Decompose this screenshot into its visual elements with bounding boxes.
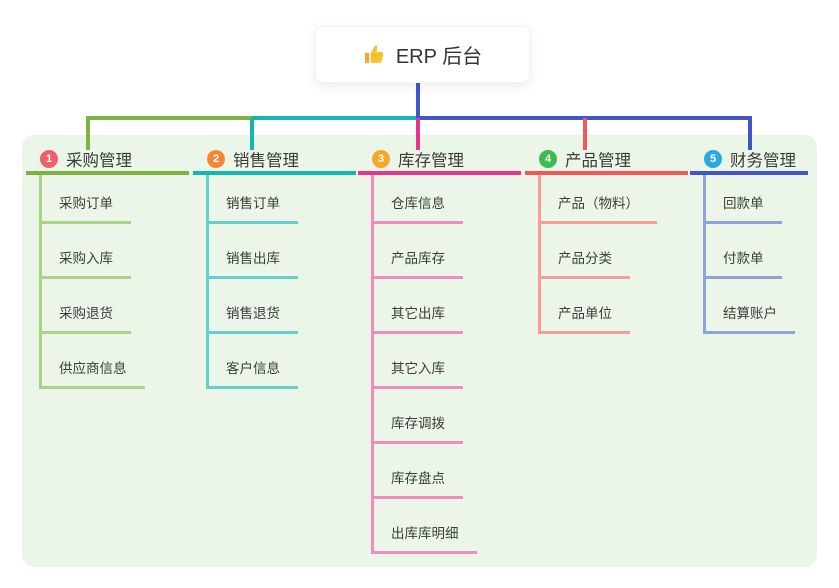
mindmap-node[interactable]: 产品分类 — [541, 224, 630, 279]
branch-title-purchase[interactable]: 1 采购管理 — [26, 146, 189, 175]
branch-purchase-management: 1 采购管理 采购订单 采购入库 采购退货 供应商信息 — [26, 146, 189, 389]
branch-title-product[interactable]: 4 产品管理 — [525, 146, 688, 175]
branch-title-label: 库存管理 — [398, 151, 464, 170]
mindmap-node[interactable]: 库存盘点 — [374, 444, 463, 499]
branch-title-finance[interactable]: 5 财务管理 — [690, 146, 808, 175]
mindmap-node[interactable]: 付款单 — [706, 224, 782, 279]
branch-children-list: 回款单 付款单 结算账户 — [703, 175, 795, 334]
mindmap-background-panel — [22, 135, 817, 567]
mindmap-node[interactable]: 其它出库 — [374, 279, 463, 334]
branch-number-badge: 2 — [207, 149, 225, 168]
root-connector-line — [416, 83, 420, 118]
branch-title-label: 采购管理 — [66, 151, 132, 170]
mindmap-node[interactable]: 产品（物料） — [541, 175, 657, 224]
mindmap-node[interactable]: 产品库存 — [374, 224, 463, 279]
mindmap-node[interactable]: 其它入库 — [374, 334, 463, 389]
branch-drop-line-purchase — [86, 118, 90, 150]
branch-number-badge: 3 — [372, 149, 390, 168]
branch-title-label: 销售管理 — [233, 151, 299, 170]
connector-segment-teal — [252, 116, 418, 120]
mindmap-node[interactable]: 销售退货 — [209, 279, 298, 334]
mindmap-node[interactable]: 仓库信息 — [374, 175, 463, 224]
branch-product-management: 4 产品管理 产品（物料） 产品分类 产品单位 — [525, 146, 688, 334]
branch-children-list: 仓库信息 产品库存 其它出库 其它入库 库存调拨 库存盘点 出库库明细 — [371, 175, 477, 554]
mindmap-node[interactable]: 采购订单 — [42, 175, 131, 224]
mindmap-node[interactable]: 采购退货 — [42, 279, 131, 334]
branch-title-label: 财务管理 — [730, 151, 796, 170]
branch-sales-management: 2 销售管理 销售订单 销售出库 销售退货 客户信息 — [193, 146, 356, 389]
branch-drop-line-inventory — [416, 118, 420, 150]
mindmap-node[interactable]: 采购入库 — [42, 224, 131, 279]
mindmap-node[interactable]: 结算账户 — [706, 279, 795, 334]
mindmap-node[interactable]: 客户信息 — [209, 334, 298, 389]
mindmap-node[interactable]: 销售出库 — [209, 224, 298, 279]
branch-drop-line-finance — [748, 118, 752, 150]
branch-finance-management: 5 财务管理 回款单 付款单 结算账户 — [690, 146, 808, 334]
branch-drop-line-product — [583, 118, 587, 150]
branch-title-sales[interactable]: 2 销售管理 — [193, 146, 356, 175]
mindmap-node[interactable]: 产品单位 — [541, 279, 630, 334]
mindmap-node[interactable]: 供应商信息 — [42, 334, 145, 389]
branch-inventory-management: 3 库存管理 仓库信息 产品库存 其它出库 其它入库 库存调拨 库存盘点 出库库… — [358, 146, 521, 554]
branch-number-badge: 4 — [539, 149, 557, 168]
branch-children-list: 采购订单 采购入库 采购退货 供应商信息 — [39, 175, 145, 389]
branch-children-list: 销售订单 销售出库 销售退货 客户信息 — [206, 175, 298, 389]
branch-drop-line-sales — [250, 118, 254, 150]
branch-title-inventory[interactable]: 3 库存管理 — [358, 146, 521, 175]
root-node-label: ERP 后台 — [395, 46, 483, 68]
connector-segment-green — [86, 116, 254, 120]
branch-number-badge: 1 — [40, 149, 58, 168]
branch-children-list: 产品（物料） 产品分类 产品单位 — [538, 175, 657, 334]
mindmap-node[interactable]: 库存调拨 — [374, 389, 463, 444]
thumbs-up-icon — [363, 43, 386, 66]
branch-title-label: 产品管理 — [565, 151, 631, 170]
branch-number-badge: 5 — [704, 149, 722, 168]
root-node-erp-backend[interactable]: ERP 后台 — [315, 26, 530, 83]
mindmap-node[interactable]: 出库库明细 — [374, 499, 477, 554]
mindmap-node[interactable]: 回款单 — [706, 175, 782, 224]
mindmap-node[interactable]: 销售订单 — [209, 175, 298, 224]
